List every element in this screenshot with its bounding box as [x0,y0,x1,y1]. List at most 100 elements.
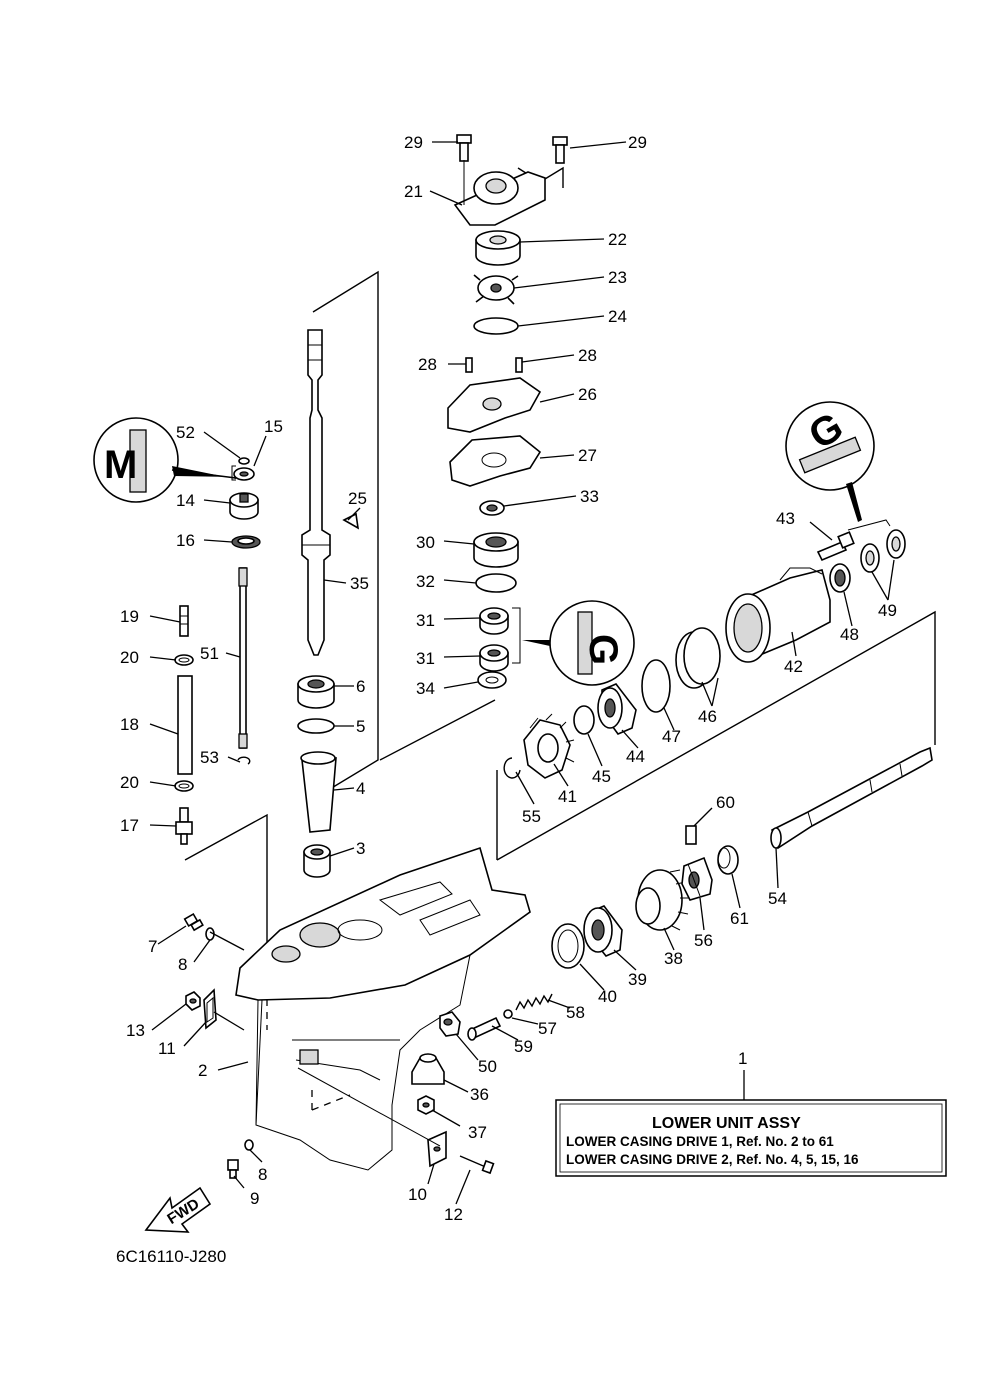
callout-54: 54 [768,889,787,908]
bolt-7 [183,912,204,932]
callout-34: 34 [416,679,435,698]
oil-seal-49-pair [860,529,906,573]
cross-pin-60 [685,825,697,845]
callout-1: 1 [738,1049,747,1068]
o-ring-32 [475,573,517,593]
callout-59: 59 [514,1037,533,1056]
callout-9: 9 [250,1189,259,1208]
legend-box: LOWER UNIT ASSY LOWER CASING DRIVE 1, Re… [555,1099,947,1177]
lubricant-mark-cc-middle: G [522,600,635,686]
callout-15: 15 [264,417,283,436]
callout-13: 13 [126,1021,145,1040]
shift-rod-boot-14 [229,492,259,520]
shift-rod-51 [238,567,248,749]
callout-37: 37 [468,1123,487,1142]
woodruff-key-25 [342,512,360,530]
callout-55: 55 [522,807,541,826]
callout-38: 38 [664,949,683,968]
callout-28-left: 28 [418,355,437,374]
dowel-pin-28-left [465,357,473,373]
callout-23: 23 [608,268,627,287]
callout-52: 52 [176,423,195,442]
bushing-3 [303,844,331,878]
oil-seal-15 [233,467,255,481]
water-joint-17 [175,807,193,845]
o-ring-24 [473,317,519,335]
callout-5: 5 [356,717,365,736]
callout-43: 43 [776,509,795,528]
callout-numbers: 29 29 21 22 23 24 28 28 26 27 33 30 32 3… [120,133,897,1224]
oil-seal-31-upper [479,607,509,635]
callout-51: 51 [200,644,219,663]
callout-30: 30 [416,533,435,552]
washer-5 [297,718,335,734]
clamp-20-upper [174,654,194,666]
spring-clip-61 [717,845,739,875]
callout-12: 12 [444,1205,463,1224]
callout-8-upper: 8 [178,955,187,974]
pump-housing-21 [453,160,546,226]
callout-27: 27 [578,446,597,465]
reverse-gear-38 [635,869,690,931]
legend-line-1: LOWER CASING DRIVE 1, Ref. No. 2 to 61 [566,1134,834,1149]
leader-lines [149,141,895,1205]
propeller-shaft-54 [770,746,933,850]
callout-6: 6 [356,677,365,696]
callout-50: 50 [478,1057,497,1076]
shim-46 [675,627,721,689]
bracket-11 [203,988,217,1030]
callout-24: 24 [608,307,627,326]
callout-31-lower: 31 [416,649,435,668]
callout-42: 42 [784,657,803,676]
callout-49: 49 [878,601,897,620]
propeller-shaft-housing-42 [725,567,831,663]
callout-56: 56 [694,931,713,950]
callout-22: 22 [608,230,627,249]
forward-direction-arrow: FWD [144,1186,212,1233]
legend-line-2: LOWER CASING DRIVE 2, Ref. No. 4, 5, 15,… [566,1152,859,1167]
shift-plunger-59 [467,1016,502,1041]
gasket-27 [449,435,542,487]
callout-21: 21 [404,182,423,201]
oil-seal-33 [479,500,505,516]
bolt-29-left [456,134,472,162]
callout-36: 36 [470,1085,489,1104]
callout-17: 17 [120,816,139,835]
o-ring-52 [238,457,250,465]
lubricant-mark-m-left: M [93,417,237,503]
callout-20-lower: 20 [120,773,139,792]
forward-gear-41 [523,713,575,779]
clamp-20-lower [174,780,194,792]
callout-32: 32 [416,572,435,591]
callout-4: 4 [356,779,365,798]
bolt-43 [816,531,855,562]
callout-7: 7 [148,937,157,956]
washer-8-lower [244,1139,254,1151]
callout-8-lower: 8 [258,1165,267,1184]
callout-18: 18 [120,715,139,734]
lower-casing-2 [235,846,531,1171]
nut-37 [417,1095,435,1115]
callout-31-upper: 31 [416,611,435,630]
oil-seal-31-lower [479,644,509,672]
callout-26: 26 [578,385,597,404]
callout-60: 60 [716,793,735,812]
diagram-code: 6C16110-J280 [116,1247,226,1266]
callout-3: 3 [356,839,365,858]
callout-25: 25 [348,489,367,508]
callout-39: 39 [628,970,647,989]
shim-45 [573,705,595,735]
needle-bearing-6 [297,675,335,709]
lubricant-m-letter: M [104,443,137,487]
shift-cam-50 [439,1011,461,1037]
bearing-39 [583,905,623,957]
callout-61: 61 [730,909,749,928]
callout-35: 35 [350,574,369,593]
callout-20-upper: 20 [120,648,139,667]
sleeve-4 [300,751,337,833]
lubricant-cc-letter-middle: G [581,634,625,665]
dowel-pin-28-right [515,357,523,373]
spring-58 [515,993,553,1011]
needle-bearing-48 [829,563,851,593]
nut-36 [411,1053,445,1085]
